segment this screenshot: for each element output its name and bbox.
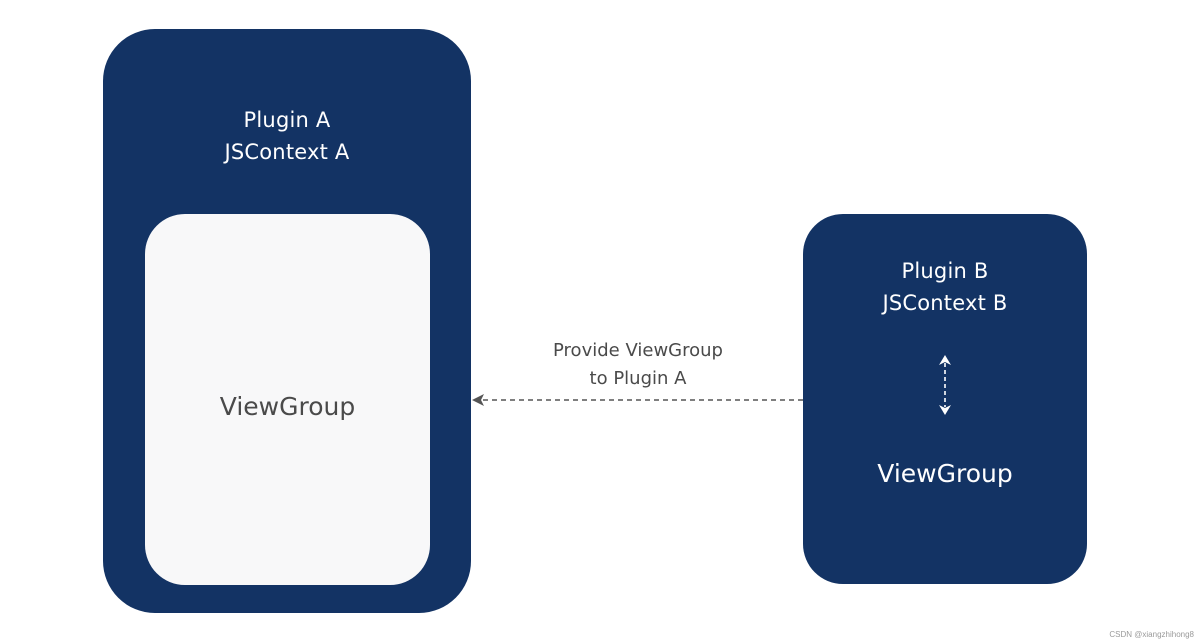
plugin-b-context: JSContext B [882, 291, 1008, 315]
connector-label-line1: Provide ViewGroup [553, 340, 723, 361]
plugin-a-header: Plugin A JSContext A [103, 104, 471, 168]
connector-label-line2: to Plugin A [589, 368, 687, 389]
plugin-a-viewgroup-label: ViewGroup [219, 392, 356, 421]
connector-label: Provide ViewGroup to Plugin A [520, 337, 756, 393]
watermark: CSDN @xiangzhihong8 [1109, 630, 1194, 639]
plugin-a-context: JSContext A [224, 140, 350, 164]
plugin-a-box: Plugin A JSContext A ViewGroup [103, 29, 471, 613]
plugin-b-box: Plugin B JSContext B ViewGroup [803, 214, 1087, 584]
arrowhead-left-icon [472, 394, 484, 406]
plugin-a-title: Plugin A [243, 108, 331, 132]
bidirectional-arrow-icon [939, 355, 951, 415]
plugin-a-viewgroup-box: ViewGroup [145, 214, 430, 585]
plugin-b-title: Plugin B [901, 259, 989, 283]
plugin-b-viewgroup-label: ViewGroup [877, 459, 1013, 488]
plugin-b-header: Plugin B JSContext B [803, 255, 1087, 319]
